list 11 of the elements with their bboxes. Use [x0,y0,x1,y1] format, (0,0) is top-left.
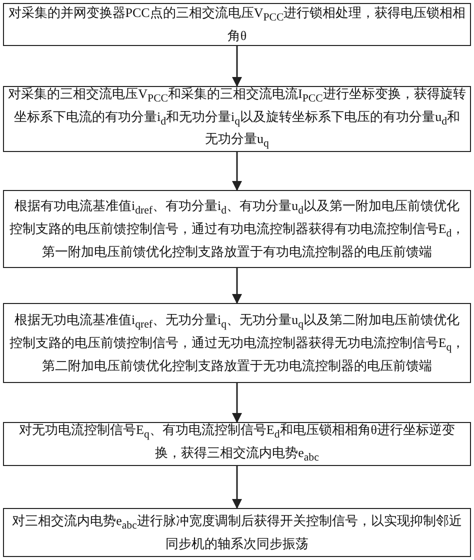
process-box: 对采集的三相交流电压V$_{PCC}$和采集的三相交流电流I$_{PCC}$进行坐标变换，获得旋转坐标系下电流的有功分量i$_{d}$和无功分量i$_{q}$以及旋转坐标系下电压的有功分量u$_{d}$和无功分量u$_{q}$ [3,86,471,152]
arrow [232,46,242,87]
process-box: 根据有功电流基准值i$_{dref}$、有功分量i$_{d}$、有功分量u$_{d}$以及第一附加电压前馈优化控制支路的电压前馈控制信号，通过有功电流控制器获得有功电流控制信号E$_{d}$，第一附加电压前馈优化控制支路放置于有功电流控制器的电压前馈端 [3,190,471,268]
process-box: 对采集的并网变换器PCC点的三相交流电压V$_{PCC}$进行锁相处理，获得电压锁相相角θ [3,3,471,46]
arrow [232,383,242,423]
arrow [232,152,242,191]
arrow [232,268,242,304]
process-box: 对三相交流内电势e$_{abc}$进行脉冲宽度调制后获得开关控制信号，以实现抑制邻近同步机的轴系次同步振荡 [3,508,471,557]
process-box: 对无功电流控制信号E$_{q}$、有功电流控制信号E$_{d}$和电压锁相相角θ进行坐标逆变换，获得三相交流内电势e$_{abc}$ [3,422,471,466]
arrow [232,466,242,509]
process-box: 根据无功电流基准值i$_{qref}$、无功分量i$_{q}$、无功分量u$_{q}$以及第二附加电压前馈优化控制支路的电压前馈控制信号，通过无功电流控制器获得无功电流控制信号E$_{q}$，第二附加电压前馈优化控制支路放置于无功电流控制器的电压前馈端 [3,303,471,383]
